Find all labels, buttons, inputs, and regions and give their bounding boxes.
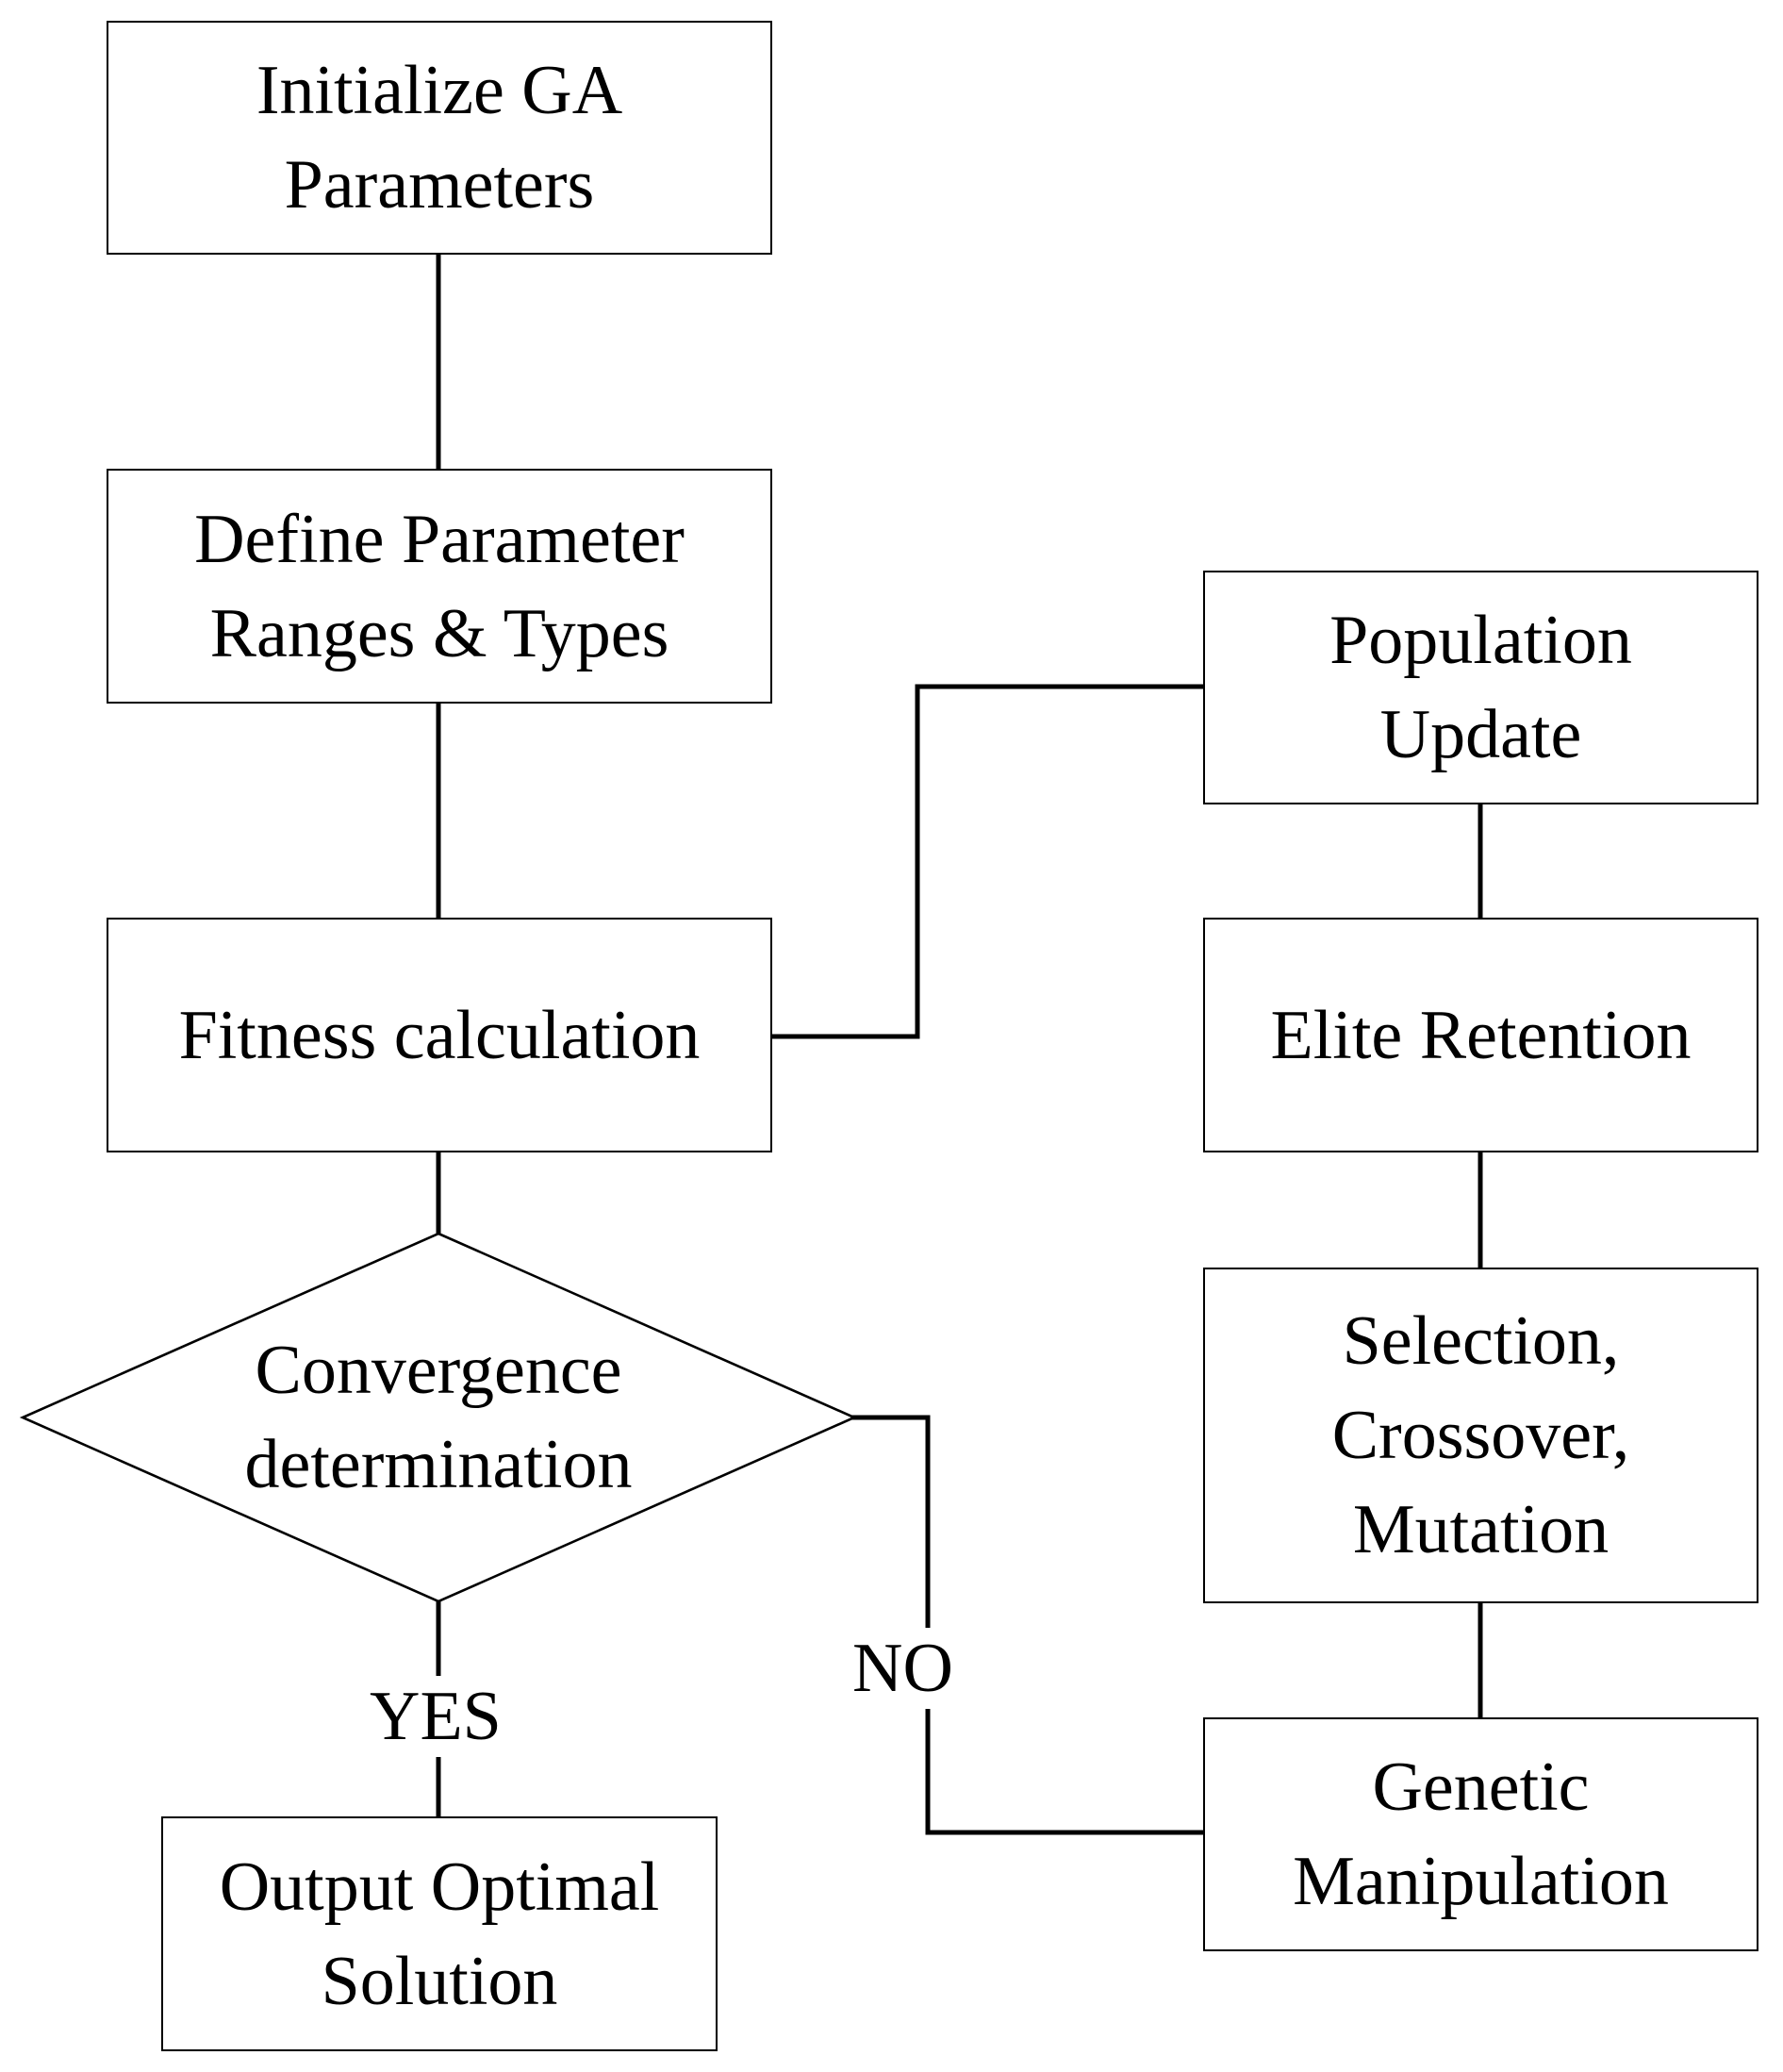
node-label: Selection, (1342, 1302, 1620, 1380)
node-label: Output Optimal (219, 1848, 660, 1926)
no-edge-label: NO (847, 1628, 959, 1709)
node-label: Convergence (255, 1332, 622, 1409)
population-update-box: Population Update (1203, 571, 1758, 804)
node-label: Genetic (1372, 1749, 1590, 1826)
convergence-determination-label: Convergence determination (141, 1323, 735, 1512)
node-label: determination (244, 1426, 633, 1503)
node-label: Ranges & Types (209, 594, 669, 672)
output-optimal-solution-box: Output Optimal Solution (161, 1816, 718, 2051)
node-label: Initialize GA (256, 52, 623, 129)
node-label: Solution (321, 1942, 558, 2020)
node-label: Define Parameter (194, 500, 685, 578)
node-label: Mutation (1352, 1491, 1610, 1568)
node-label: Crossover, (1331, 1397, 1630, 1474)
node-label: Update (1379, 696, 1582, 773)
edge-convergence-no-to-genetic (851, 1415, 1206, 1835)
edge-fitness-to-population (769, 684, 1206, 1039)
genetic-manipulation-box: Genetic Manipulation (1203, 1717, 1758, 1951)
node-label: Fitness calculation (178, 996, 701, 1074)
define-parameter-ranges-box: Define Parameter Ranges & Types (107, 469, 772, 704)
node-label: Elite Retention (1270, 996, 1692, 1074)
fitness-calculation-box: Fitness calculation (107, 918, 772, 1152)
convergence-diamond (19, 1232, 858, 1603)
initialize-ga-parameters-box: Initialize GA Parameters (107, 21, 772, 255)
node-label: Manipulation (1293, 1843, 1669, 1920)
yes-edge-label: YES (364, 1676, 507, 1757)
selection-crossover-mutation-box: Selection, Crossover, Mutation (1203, 1268, 1758, 1603)
node-label: Parameters (284, 146, 595, 224)
node-label: Population (1329, 602, 1632, 679)
elite-retention-box: Elite Retention (1203, 918, 1758, 1152)
